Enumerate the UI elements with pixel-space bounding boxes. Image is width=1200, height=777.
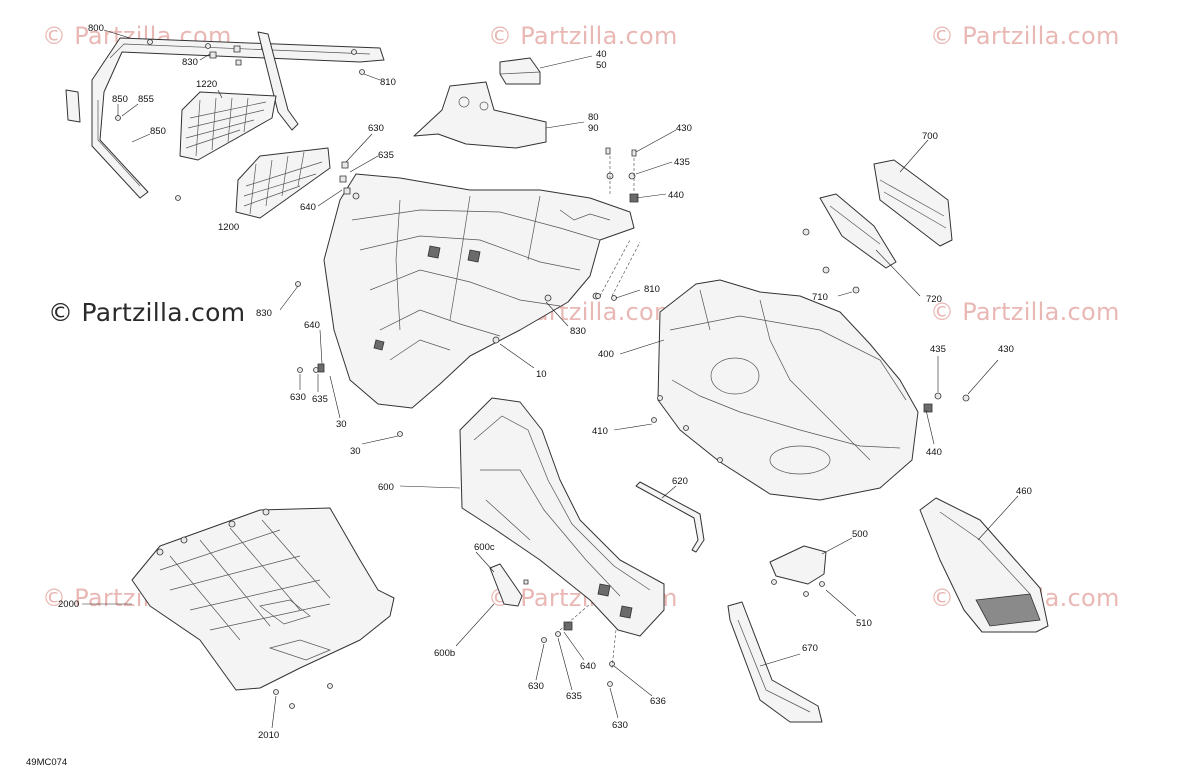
callout-430: 430 [676,123,692,134]
grille-upper [179,91,277,161]
cover-40 [499,57,541,85]
hood-panel [651,279,919,501]
callout-630: 630 [368,123,384,134]
watermark: © Partzilla.com [488,22,678,50]
callout-500: 500 [852,529,868,540]
callout-1220: 1220 [196,79,217,90]
fasteners-lower [541,603,617,687]
callout-830: 830 [570,326,586,337]
callout-635: 635 [312,394,328,405]
callout-400: 400 [598,349,614,360]
callout-640: 640 [580,661,596,672]
callout-700: 700 [922,131,938,142]
callout-710: 710 [812,292,828,303]
callout-850: 850 [112,94,128,105]
bracket-80 [413,81,547,149]
callout-600b: 600b [434,648,455,659]
callout-630: 630 [290,392,306,403]
callout-80: 80 [588,112,599,123]
callout-1200: 1200 [218,222,239,233]
callout-830: 830 [182,57,198,68]
panel-460 [919,497,1049,633]
callout-435: 435 [674,157,690,168]
callout-90: 90 [588,123,599,134]
callout-430: 430 [998,344,1014,355]
callout-440: 440 [926,447,942,458]
callout-labels: 800 830 810 1220 850 855 850 40 50 80 90… [26,23,1032,768]
callout-440: 440 [668,190,684,201]
callout-850: 850 [150,126,166,137]
duct-720 [802,193,897,294]
callout-635: 635 [378,150,394,161]
callout-635: 635 [566,691,582,702]
watermark: © Partzilla.com [930,298,1120,326]
callout-2010: 2010 [258,730,279,741]
trim-600c [489,563,529,607]
callout-10: 10 [536,369,547,380]
grille-lower [235,147,331,219]
callout-800: 800 [88,23,104,34]
callout-510: 510 [856,618,872,629]
skid-plate [131,507,395,709]
callout-410: 410 [592,426,608,437]
front-bumper-rail [65,31,385,201]
callout-630: 630 [612,720,628,731]
callout-30: 30 [350,446,361,457]
callout-620: 620 [672,476,688,487]
callout-810: 810 [380,77,396,88]
callout-30: 30 [336,419,347,430]
callout-460: 460 [1016,486,1032,497]
fasteners-fascia [295,147,641,437]
callout-2000: 2000 [58,599,79,610]
leader-lines [82,29,1019,729]
callout-435: 435 [930,344,946,355]
panel-670 [727,601,823,723]
callout-600c: 600c [474,542,495,553]
plate-500 [769,545,827,597]
front-fascia [323,173,635,409]
callout-640: 640 [304,320,320,331]
strap-620 [635,481,705,553]
callout-50: 50 [596,60,607,71]
callout-810: 810 [644,284,660,295]
side-panel [459,397,665,637]
callout-630: 630 [528,681,544,692]
callout-830: 830 [256,308,272,319]
callout-600: 600 [378,482,394,493]
vent-700 [873,159,953,247]
watermark: © Partzilla.com [48,298,246,327]
watermark: © Partzilla.com [930,22,1120,50]
diagram-code: 49MC074 [26,757,67,768]
callout-40: 40 [596,49,607,60]
callout-720: 720 [926,294,942,305]
callout-670: 670 [802,643,818,654]
callout-636: 636 [650,696,666,707]
callout-640: 640 [300,202,316,213]
callout-855: 855 [138,94,154,105]
fasteners-hood [923,392,970,413]
